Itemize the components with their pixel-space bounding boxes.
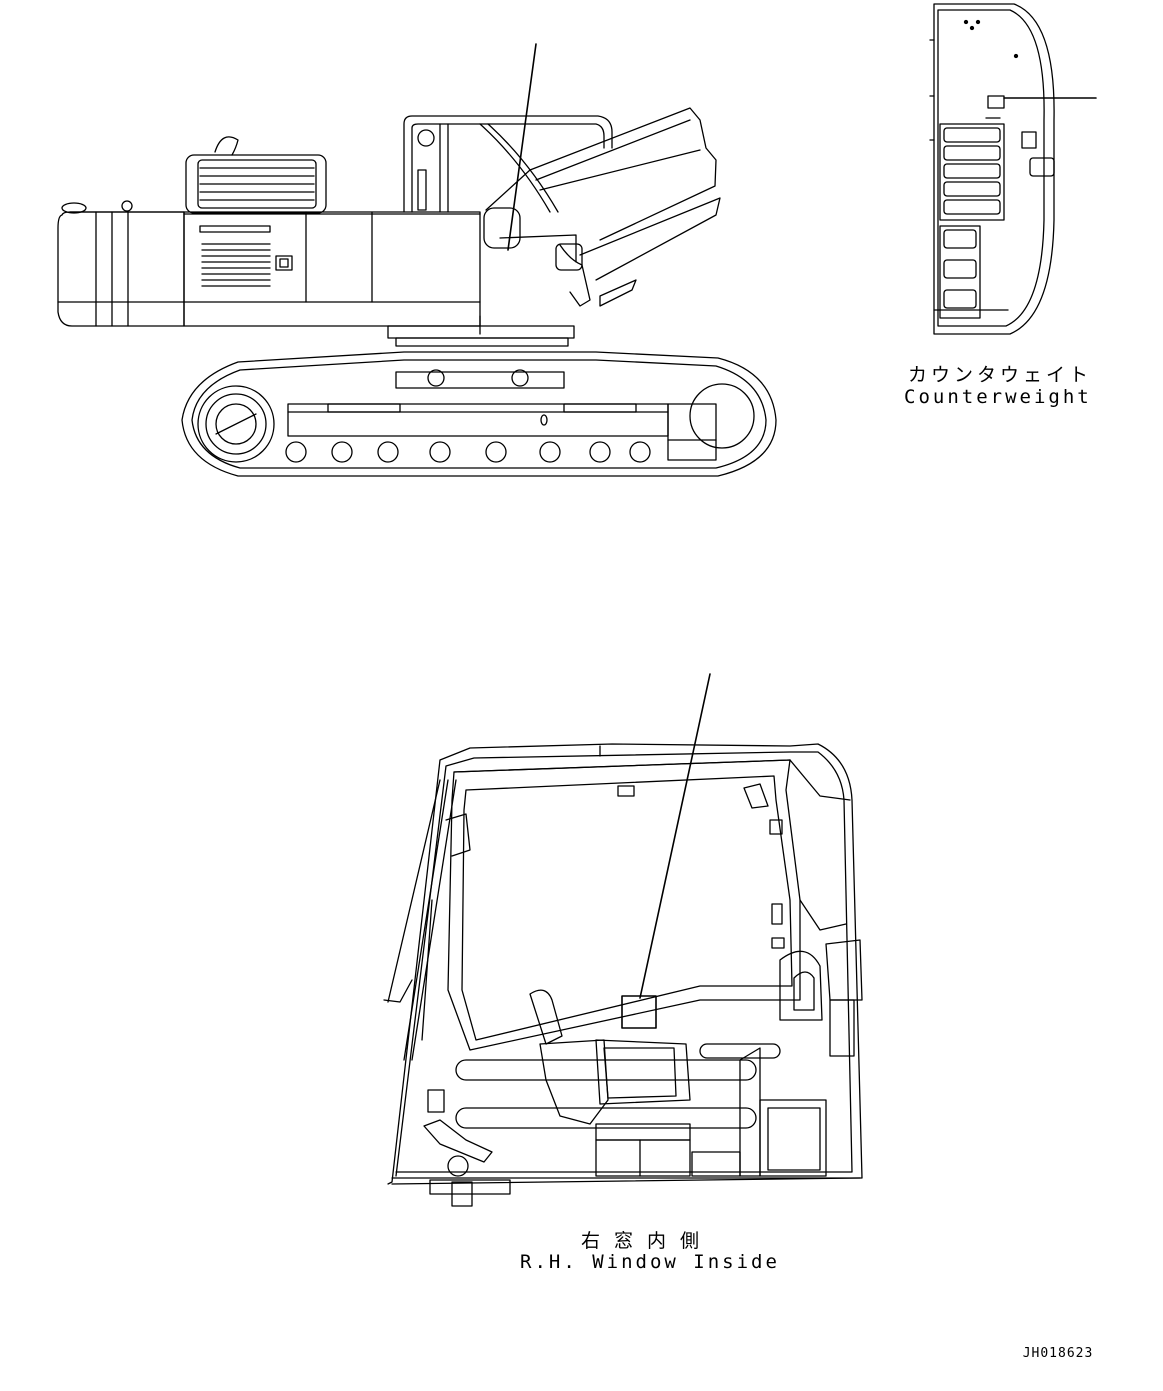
rh-window-inside-view — [383, 743, 863, 1207]
rh-window-label-jp: 右 窓 内 側 — [580, 1230, 704, 1252]
leader-line-window — [639, 673, 711, 999]
counterweight-label-en: Counterweight — [904, 386, 1092, 408]
decal-location — [621, 995, 657, 1029]
counterweight-view — [929, 3, 1055, 335]
leader-line-excavator — [507, 43, 537, 251]
rh-window-label-en: R.H. Window Inside — [520, 1251, 780, 1273]
counterweight-label-jp: カウンタウェイト — [908, 364, 1093, 386]
drawing-code: JH018623 — [1022, 1346, 1094, 1361]
excavator-side-view — [57, 107, 777, 477]
